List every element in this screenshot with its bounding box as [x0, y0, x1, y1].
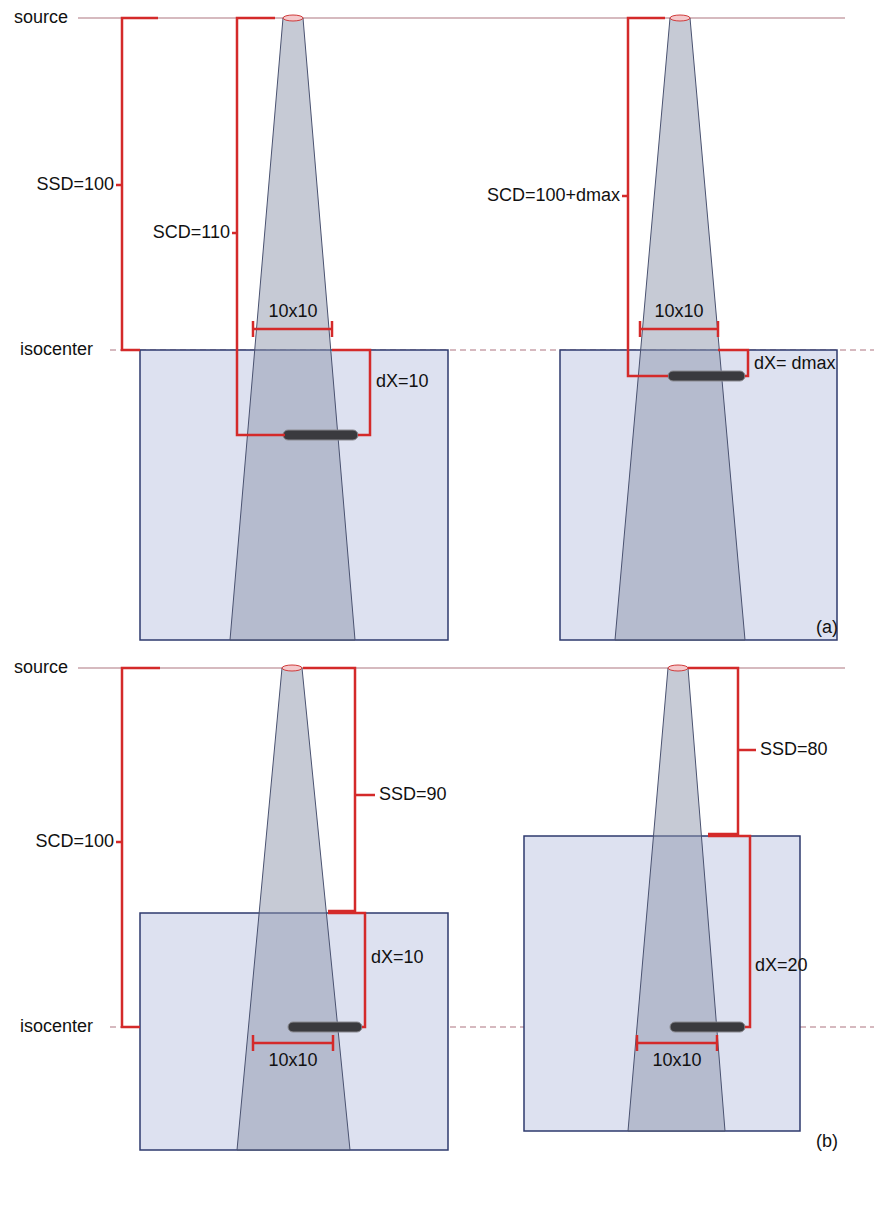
dimension-label: SCD=100	[35, 832, 114, 852]
field-size-label: 10x10	[268, 302, 317, 322]
field-size-tick	[252, 321, 255, 337]
dimension-bracket	[688, 668, 738, 834]
dimension-label: dX=20	[755, 956, 808, 976]
source-label: source	[14, 658, 68, 678]
dimension-label: SCD=100+dmax	[487, 186, 620, 206]
leader-line	[232, 232, 237, 235]
field-size-arrow	[253, 1042, 333, 1045]
beam	[237, 668, 350, 1150]
field-size-tick	[332, 1035, 335, 1051]
source-spot	[670, 15, 690, 21]
ion-chamber	[670, 1022, 745, 1032]
dimension-label: SSD=100	[36, 175, 114, 195]
leader-line	[622, 195, 628, 198]
dimension-bracket	[708, 836, 750, 1027]
beam	[615, 18, 745, 640]
field-size-arrow	[637, 1042, 717, 1045]
panel-label: (a)	[816, 618, 838, 638]
field-size-tick	[331, 321, 334, 337]
dimension-label: SSD=80	[760, 740, 828, 760]
field-size-tick	[636, 1035, 639, 1051]
dimension-bracket	[122, 668, 160, 1027]
isocenter-label: isocenter	[20, 1017, 93, 1037]
ion-chamber	[288, 1022, 362, 1032]
field-size-tick	[716, 1035, 719, 1051]
field-size-arrow	[640, 328, 718, 331]
source-spot	[282, 665, 302, 671]
beam	[230, 18, 355, 640]
dimension-bracket	[303, 668, 355, 911]
dimension-bracket	[328, 913, 365, 1027]
dimension-label: dX=10	[376, 372, 429, 392]
source-spot	[668, 665, 688, 671]
field-size-arrow	[253, 328, 332, 331]
field-size-tick	[717, 321, 720, 337]
field-size-tick	[252, 1035, 255, 1051]
field-size-tick	[639, 321, 642, 337]
beam	[628, 668, 725, 1131]
dimension-bracket	[122, 18, 158, 350]
leader-line	[116, 184, 122, 187]
source-tick	[78, 17, 88, 19]
source-tick	[78, 667, 88, 669]
source-label: source	[14, 8, 68, 28]
isocenter-label: isocenter	[20, 340, 93, 360]
dimension-label: SCD=110	[153, 223, 230, 243]
leader-line	[738, 749, 756, 752]
dimension-label: dX= dmax	[754, 354, 836, 374]
leader-line	[116, 841, 122, 844]
ion-chamber	[668, 371, 745, 381]
source-spot	[283, 15, 303, 21]
dimension-bracket	[237, 18, 285, 435]
field-size-label: 10x10	[268, 1051, 317, 1071]
dimension-bracket	[332, 350, 370, 435]
field-size-label: 10x10	[654, 302, 703, 322]
dimension-label: SSD=90	[379, 785, 447, 805]
dimension-bracket	[628, 18, 668, 376]
leader-line	[355, 794, 375, 797]
field-size-label: 10x10	[652, 1051, 701, 1071]
source-line	[88, 17, 845, 19]
dimension-bracket	[718, 350, 748, 376]
ion-chamber	[283, 430, 358, 440]
dimension-label: dX=10	[371, 948, 424, 968]
panel-label: (b)	[816, 1132, 838, 1152]
